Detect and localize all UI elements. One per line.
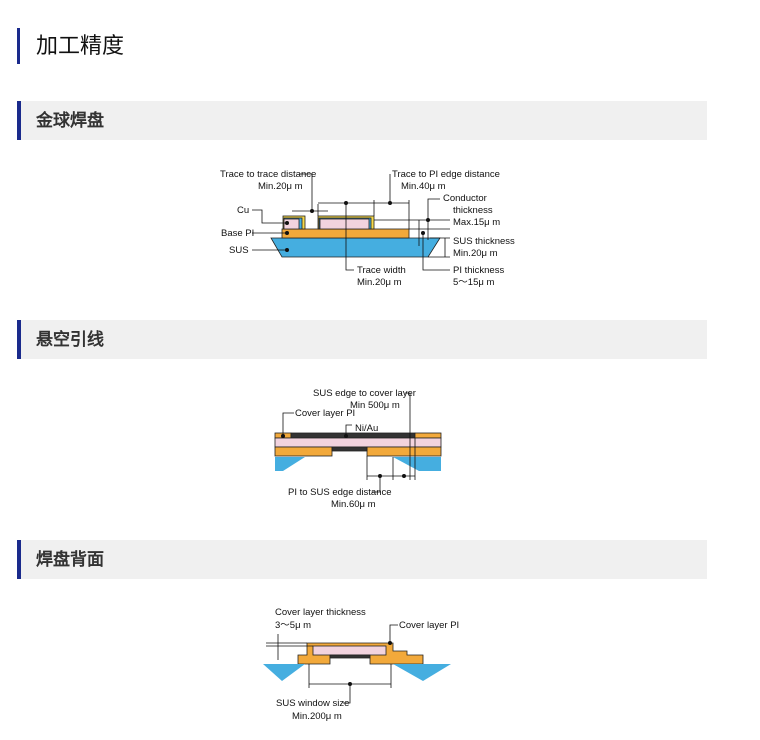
label-pi-thickness: PI thickness xyxy=(453,265,504,276)
label-ni-au: Ni/Au xyxy=(355,423,378,434)
label-cover-layer-pi: Cover layer PI xyxy=(295,408,355,419)
section-header-flying-lead: 悬空引线 xyxy=(17,320,707,359)
label-base-pi: Base PI xyxy=(221,228,254,239)
label-sus-edge: SUS edge to cover layer xyxy=(313,388,416,399)
label-sus: SUS xyxy=(229,245,249,256)
label-trace-to-pi: Trace to PI edge distance xyxy=(392,169,500,180)
cover-pi-layer xyxy=(312,645,387,656)
value-pi-to-sus: Min.60μ m xyxy=(331,499,376,510)
label-trace-width: Trace width xyxy=(357,265,406,276)
page-title: 加工精度 xyxy=(17,28,124,64)
value-pi-thickness: 5〜15μ m xyxy=(453,277,494,288)
label-pi-to-sus: PI to SUS edge distance xyxy=(288,487,392,498)
label-conductor: Conductor xyxy=(443,193,487,204)
value-trace-width: Min.20μ m xyxy=(357,277,402,288)
value-cover-thickness: 3〜5μ m xyxy=(275,620,311,631)
label-trace-to-trace: Trace to trace distance xyxy=(220,169,316,180)
section-header-gold-ball-pad: 金球焊盘 xyxy=(17,101,707,140)
label-sus-window: SUS window size xyxy=(276,698,349,709)
label-sus-thickness: SUS thickness xyxy=(453,236,515,247)
value-trace-to-trace: Min.20μ m xyxy=(258,181,303,192)
label-cover-thickness: Cover layer thickness xyxy=(275,607,366,618)
section-header-pad-back: 焊盘背面 xyxy=(17,540,707,579)
value-sus-thickness: Min.20μ m xyxy=(453,248,498,259)
value-trace-to-pi: Min.40μ m xyxy=(401,181,446,192)
label-cu: Cu xyxy=(237,205,249,216)
value-conductor: Max.15μ m xyxy=(453,217,500,228)
label-conductor-thickness: thickness xyxy=(453,205,493,216)
value-sus-window: Min.200μ m xyxy=(292,711,342,722)
label-cover-layer-pi: Cover layer PI xyxy=(399,620,459,631)
value-sus-edge: Min 500μ m xyxy=(350,400,400,411)
